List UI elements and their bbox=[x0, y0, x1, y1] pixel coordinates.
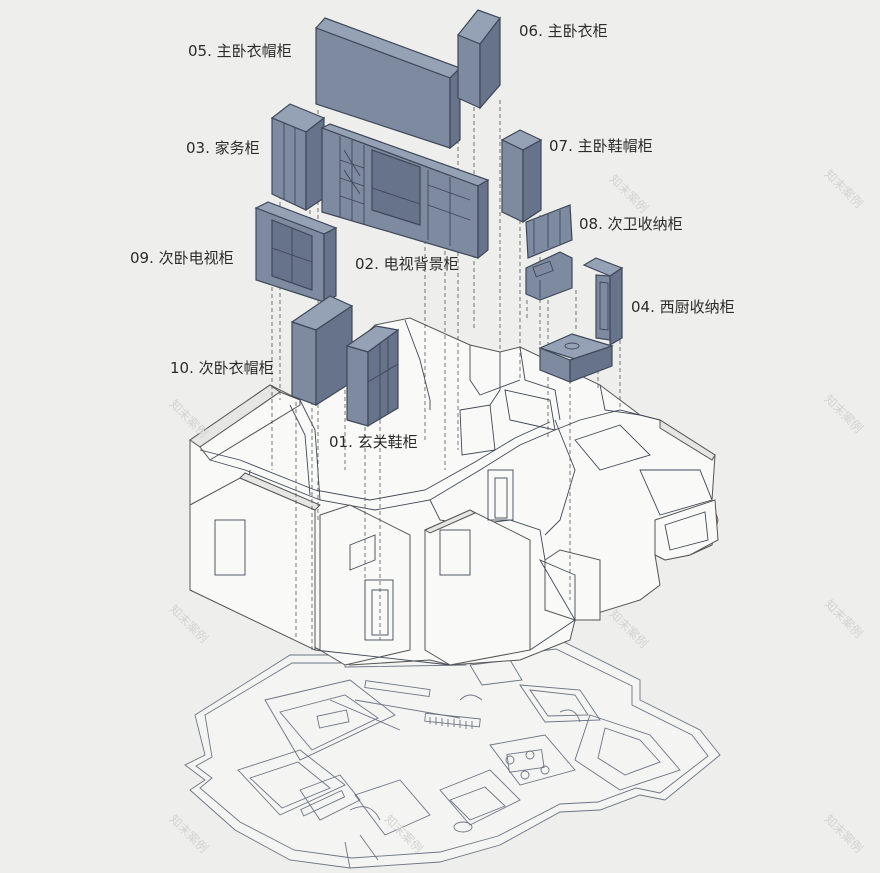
label-08: 08. 次卫收纳柜 bbox=[579, 215, 683, 233]
cabinet-09 bbox=[254, 201, 338, 303]
cabinet-06 bbox=[457, 9, 501, 110]
label-01: 01. 玄关鞋柜 bbox=[329, 433, 418, 451]
label-07: 07. 主卧鞋帽柜 bbox=[549, 137, 653, 155]
label-10: 10. 次卧衣帽柜 bbox=[170, 359, 274, 377]
cabinet-07 bbox=[500, 129, 543, 224]
floor-plan bbox=[184, 639, 721, 869]
cabinet-04 bbox=[538, 257, 624, 383]
cabinet-02 bbox=[320, 123, 490, 260]
label-05: 05. 主卧衣帽柜 bbox=[188, 42, 292, 60]
cabinet-08 bbox=[525, 204, 573, 301]
label-04: 04. 西厨收纳柜 bbox=[631, 298, 735, 316]
label-02: 02. 电视背景柜 bbox=[355, 255, 459, 273]
cabinet-05 bbox=[314, 17, 462, 150]
label-03: 03. 家务柜 bbox=[186, 139, 260, 157]
cabinet-03 bbox=[270, 103, 326, 212]
label-09: 09. 次卧电视柜 bbox=[130, 249, 234, 267]
wall-model bbox=[189, 317, 719, 666]
label-06: 06. 主卧衣柜 bbox=[519, 22, 608, 40]
cabinet-01 bbox=[345, 325, 400, 428]
